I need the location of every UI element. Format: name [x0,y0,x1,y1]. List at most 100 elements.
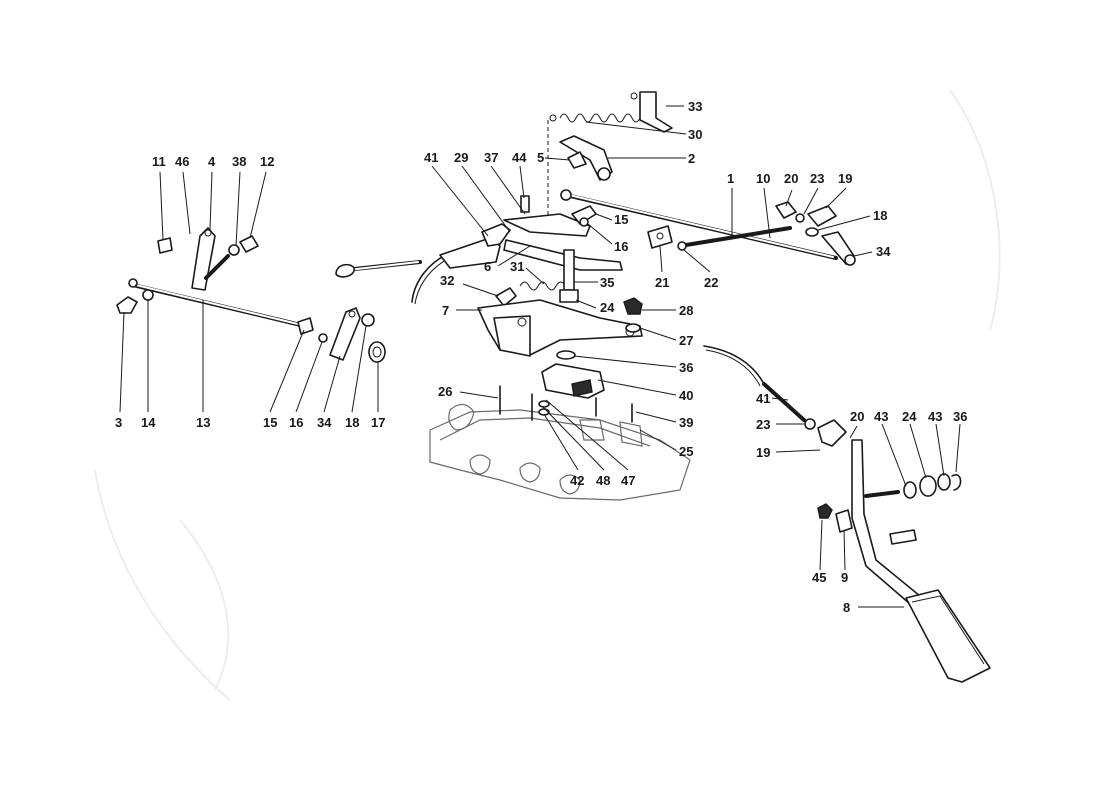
callout-5: 5 [537,150,544,165]
rod-10 [684,226,792,247]
callout-23-top: 23 [810,171,824,186]
bush-5 [567,151,587,169]
callout-7: 7 [442,303,449,318]
cable-bracket [439,237,501,269]
callout-1: 1 [727,171,734,186]
callout-35: 35 [600,275,614,290]
callout-41-right: 41 [756,391,770,406]
callout-36-center: 36 [679,360,693,375]
callout-20-top: 20 [784,171,798,186]
cable-41-right [703,345,765,385]
callout-44: 44 [512,150,527,165]
callout-8: 8 [843,600,850,615]
callout-15-left: 15 [263,415,277,430]
callout-26: 26 [438,384,452,399]
bolt-44 [520,195,530,213]
washer-43b [937,473,951,491]
clevis-left [335,263,355,278]
callout-9: 9 [841,570,848,585]
lever-2-eye [597,167,611,181]
nut-22 [677,241,687,251]
callout-4: 4 [208,154,216,169]
ball-joint-19 [807,205,837,227]
lever-6 [503,239,623,271]
callout-48: 48 [596,473,610,488]
callout-43-b: 43 [928,409,942,424]
pedal-arm [851,439,921,605]
callout-24-center: 24 [600,300,615,315]
callout-30: 30 [688,127,702,142]
bolt-9 [835,509,853,533]
pivot-bolt [864,490,900,498]
callout-40: 40 [679,388,693,403]
callout-42: 42 [570,473,584,488]
bracket-33 [639,91,673,133]
callout-22: 22 [704,275,718,290]
callout-21: 21 [655,275,669,290]
callout-19-pedal: 19 [756,445,770,460]
bush-18-right [805,227,819,237]
callout-27: 27 [679,333,693,348]
nut-38 [228,244,240,256]
link-16 [579,217,589,227]
clip-36 [951,474,962,491]
right-rod-assembly [560,189,856,266]
lever-37 [503,213,591,237]
nut-23-right [804,418,816,430]
callout-numbers: 11 46 4 38 12 3 14 13 15 16 34 18 17 41 … [115,99,967,615]
rod-end-3 [116,296,138,314]
callout-46: 46 [175,154,189,169]
callout-2: 2 [688,151,695,166]
cable-rod-right [762,382,806,422]
callout-12: 12 [260,154,274,169]
pedal-pad-8 [905,589,991,683]
shaft-35 [563,249,575,291]
clip-32 [495,287,517,307]
callout-24-pedal: 24 [902,409,917,424]
washer-16 [318,333,328,343]
callout-6: 6 [484,259,491,274]
callout-33: 33 [688,99,702,114]
callout-18-right: 18 [873,208,887,223]
callout-34-right: 34 [876,244,891,259]
pedal-assembly [703,345,991,683]
nut-45 [817,503,833,519]
rod-end-12 [239,235,259,253]
bush-15 [297,317,314,335]
clevis-21 [647,225,673,249]
lever-4 [191,227,216,291]
stop-screw [889,529,917,545]
callout-45: 45 [812,570,826,585]
lever-2 [559,135,613,181]
callout-19-top: 19 [838,171,852,186]
callout-37: 37 [484,150,498,165]
washer-27 [625,323,641,333]
background-ghost-shapes [94,89,1001,701]
bearing-17 [368,341,386,363]
callout-18-left: 18 [345,415,359,430]
callout-31: 31 [510,259,524,274]
bush-18 [361,313,375,327]
callout-3: 3 [115,415,122,430]
callout-10: 10 [756,171,770,186]
callout-13: 13 [196,415,210,430]
center-linkage-assembly [335,91,673,399]
engine-manifold-outline [429,385,691,501]
callout-28: 28 [679,303,693,318]
threaded-rod [204,254,230,280]
bracket-7-face [493,315,531,357]
callout-15-center: 15 [614,212,628,227]
callout-29: 29 [454,150,468,165]
callout-38: 38 [232,154,246,169]
callout-34-left: 34 [317,415,332,430]
callout-23-pedal: 23 [756,417,770,432]
callout-36-pedal: 36 [953,409,967,424]
callout-14: 14 [141,415,156,430]
washer-43a [903,481,917,499]
washer-14 [142,289,154,301]
lever-34 [329,307,361,361]
callout-16-left: 16 [289,415,303,430]
washer-42 [538,400,550,408]
nut-28 [623,297,643,315]
